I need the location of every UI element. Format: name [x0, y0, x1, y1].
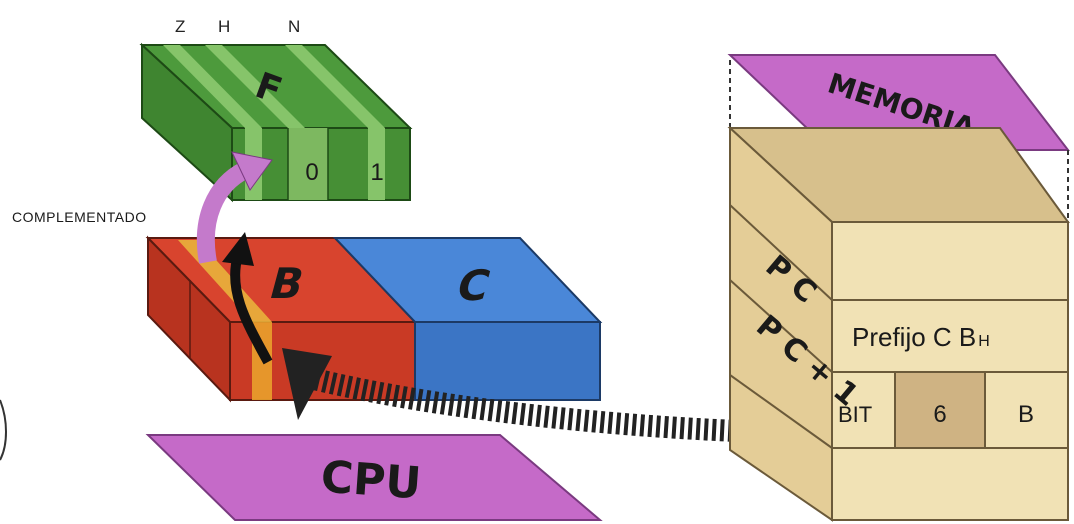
- action-label: COMPLEMENTADO: [12, 209, 147, 225]
- complement-arrow: [196, 151, 273, 264]
- flag-n-label: N: [288, 17, 300, 36]
- memory-bit-label: BIT: [838, 402, 872, 427]
- memory-bit-number: 6: [933, 401, 946, 428]
- register-c-block: [332, 237, 603, 401]
- cpu-plane: [145, 434, 603, 521]
- flag-bit-zero: 0: [305, 159, 318, 186]
- flag-bit-one: 1: [370, 159, 383, 186]
- prefix-suffix: H: [978, 333, 990, 350]
- select-arrow: [222, 232, 273, 365]
- flag-register-block: [139, 42, 413, 203]
- cpu-label: CPU: [319, 452, 423, 510]
- edge-mark: [0, 399, 7, 461]
- prefix-text: Prefijo C B: [852, 322, 976, 352]
- memory-block: [727, 125, 1070, 522]
- memory-register-operand: B: [1018, 401, 1034, 428]
- flag-h-label: H: [218, 17, 230, 36]
- flag-z-label: Z: [175, 17, 185, 36]
